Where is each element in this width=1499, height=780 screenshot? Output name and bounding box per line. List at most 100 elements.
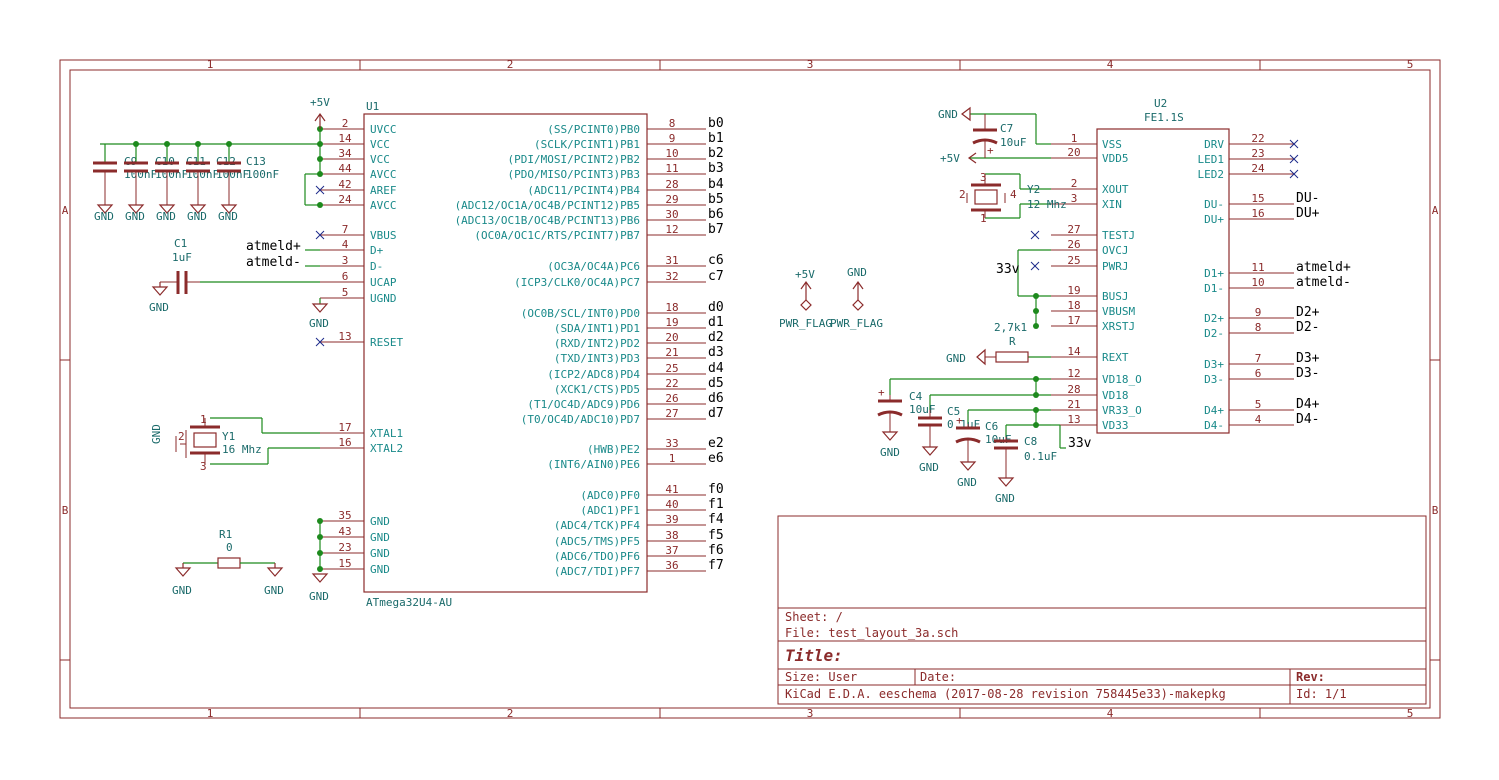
u2-pin-name: DRV [1204, 138, 1224, 151]
u2-plus5v-symbol: +5V [940, 152, 977, 165]
u2-net-label: D3+ [1296, 351, 1320, 366]
pwr-flag-plus5v[interactable]: +5V PWR_FLAG [779, 268, 832, 330]
u1-pin-name: VCC [370, 153, 390, 166]
c10-gnd-label: GND [125, 210, 145, 223]
u2-pin-name: VD18_O [1102, 373, 1142, 386]
cap-c13[interactable]: GND C13 100nF [217, 144, 279, 223]
u2-pin-number: 17 [1067, 314, 1080, 327]
u1-net-label: d0 [708, 300, 724, 315]
y1-pin-3: 3 [200, 460, 207, 473]
c7-ref: C7 [1000, 122, 1013, 135]
u1-pin-name: XTAL2 [370, 442, 403, 455]
frame-col-1-bottom: 1 [207, 707, 214, 720]
u2-pin-name: D1- [1204, 282, 1224, 295]
frame-row-b-right: B [1432, 504, 1439, 517]
u1-net-label: b6 [708, 207, 724, 222]
c5-gnd-label: GND [919, 461, 939, 474]
u2-pin-number: 3 [1071, 192, 1078, 205]
u1-pin-number: 2 [342, 117, 349, 130]
u2-pin-name: XOUT [1102, 183, 1129, 196]
net-label-33v-vd33: 33v [1068, 436, 1092, 451]
u2-pin-name: D4+ [1204, 404, 1224, 417]
c1-gnd-label: GND [149, 301, 169, 314]
c12-gnd-label: GND [187, 210, 207, 223]
u1-pin-number: 44 [338, 162, 352, 175]
u2-pin-name: D3+ [1204, 358, 1224, 371]
pwr-flag-plus5v-net: +5V [795, 268, 815, 281]
u1-pin-number: 27 [665, 407, 678, 420]
y1-ref: Y1 [222, 430, 235, 443]
frame-col-1-top: 1 [207, 58, 214, 71]
u1-pin-number: 33 [665, 437, 678, 450]
u2-pin-number: 20 [1067, 146, 1080, 159]
net-label-atmeld-plus-u1: atmeld+ [246, 239, 301, 254]
u2-pin-number: 28 [1067, 383, 1080, 396]
u1-net-label: f5 [708, 528, 724, 543]
r1-gnd-left-label: GND [172, 584, 192, 597]
c7-value: 10uF [1000, 136, 1027, 149]
u2-gnd-label: GND [938, 108, 958, 121]
u2-pin-number: 15 [1251, 192, 1264, 205]
tb-file: File: test_layout_3a.sch [785, 626, 958, 640]
u1-pin-name: (XCK1/CTS)PD5 [554, 383, 640, 396]
u1-pin-number: 22 [665, 377, 678, 390]
u2-net-label: D4+ [1296, 397, 1320, 412]
u2-pin-number: 11 [1251, 261, 1264, 274]
frame-col-4-top: 4 [1107, 58, 1114, 71]
u2-pin-name: XIN [1102, 198, 1122, 211]
y2-pin-2: 2 [959, 188, 966, 201]
u2-pin-number: 27 [1067, 223, 1080, 236]
cap-c4[interactable]: + C4 10uF GND [877, 386, 936, 459]
c13-gnd-label: GND [218, 210, 238, 223]
cap-c7[interactable]: C7 10uF + [972, 114, 1027, 158]
u1-value: ATmega32U4-AU [366, 596, 452, 609]
r1-ref: R1 [219, 528, 232, 541]
resistor-r[interactable]: R GND [946, 335, 1029, 366]
u2-net-label: D3- [1296, 366, 1319, 381]
u1-net-label: b3 [708, 161, 724, 176]
u2-pin-name: BUSJ [1102, 290, 1129, 303]
u1-atmega32u4[interactable]: U1 ATmega32U4-AU UVCC2VCC14VCC34AVCC44AR… [315, 100, 724, 609]
crystal-y2[interactable]: 3 1 2 4 Y2 12 Mhz [959, 171, 1067, 225]
crystal-y1[interactable]: 1 3 2 GND Y1 16 Mhz [150, 413, 262, 473]
u2-pin-number: 21 [1067, 398, 1080, 411]
u1-pin-name: (RXD/INT2)PD2 [554, 337, 640, 350]
u1-pin-number: 36 [665, 559, 678, 572]
u1-pin-name: XTAL1 [370, 427, 403, 440]
u2-pin-number: 4 [1255, 413, 1262, 426]
c7-plus-mark: + [987, 144, 994, 157]
c11-gnd-label: GND [156, 210, 176, 223]
u1-net-label: f0 [708, 482, 724, 497]
u1-pin-number: 3 [342, 254, 349, 267]
u1-pin-number: 30 [665, 208, 678, 221]
frame-col-3-bottom: 3 [807, 707, 814, 720]
u1-pin-name: (OC0B/SCL/INT0)PD0 [521, 307, 640, 320]
u2-fe11s[interactable]: U2 FE1.1S VSS1VDD520XOUT2XIN3TESTJ27OVCJ… [1030, 97, 1351, 434]
frame-col-3-top: 3 [807, 58, 814, 71]
tb-rev: Rev: [1296, 670, 1325, 684]
u1-pin-name: AVCC [370, 168, 397, 181]
u1-pin-name: (T1/OC4D/ADC9)PD6 [527, 398, 640, 411]
u1-gnd-symbol: GND [309, 573, 329, 603]
cap-c1[interactable]: GND C1 1uF [149, 237, 200, 314]
u2-net-label: atmeld+ [1296, 260, 1351, 275]
title-block: Sheet: / File: test_layout_3a.sch Title:… [777, 515, 1427, 705]
pwr-flag-gnd[interactable]: GND PWR_FLAG [830, 266, 883, 330]
y2-pin-4: 4 [1010, 188, 1017, 201]
resistor-r1[interactable]: GND GND R1 0 [172, 528, 284, 597]
r1-gnd-right-label: GND [264, 584, 284, 597]
u2-pin-number: 25 [1067, 254, 1080, 267]
c6-gnd-label: GND [957, 476, 977, 489]
u1-net-label: d1 [708, 315, 724, 330]
pwr-flag-gnd-net: GND [847, 266, 867, 279]
cap-c10[interactable]: GND C10 100nF [124, 144, 188, 223]
u2-pin-number: 19 [1067, 284, 1080, 297]
u2-pin-number: 23 [1251, 147, 1264, 160]
u1-pin-number: 8 [669, 117, 676, 130]
cap-c8[interactable]: C8 0.1uF GND [994, 435, 1057, 505]
u2-pin-name: VD18 [1102, 389, 1129, 402]
u1-pin-number: 11 [665, 162, 678, 175]
u2-pin-name: DU- [1204, 198, 1224, 211]
u1-pin-number: 19 [665, 316, 678, 329]
